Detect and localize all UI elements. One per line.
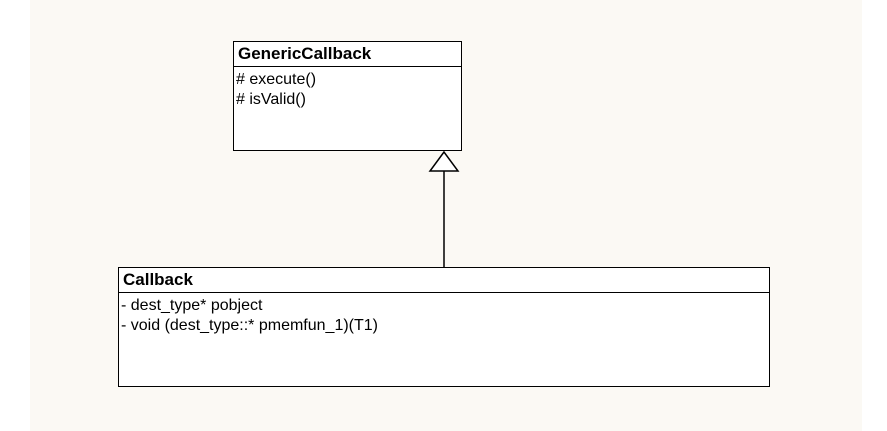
class-box-callback[interactable]: Callback - dest_type* pobject - void (de… [118, 267, 770, 387]
class-box-genericcallback[interactable]: GenericCallback # execute() # isValid() [233, 41, 462, 151]
class-name: GenericCallback [234, 42, 461, 67]
class-member: - dest_type* pobject [121, 297, 263, 314]
class-members: # execute() # isValid() [234, 67, 461, 110]
class-member: # isValid() [236, 91, 306, 108]
class-member: - void (dest_type::* pmemfun_1)(T1) [121, 317, 378, 334]
class-members: - dest_type* pobject - void (dest_type::… [119, 293, 769, 336]
class-name: Callback [119, 268, 769, 293]
class-member: # execute() [236, 71, 317, 88]
